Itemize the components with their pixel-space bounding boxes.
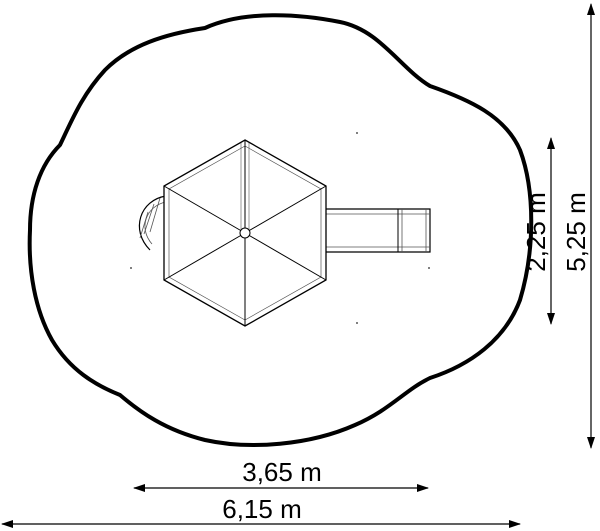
hexagonal-roof xyxy=(163,139,327,327)
slide xyxy=(326,208,431,253)
safety-zone-outline xyxy=(27,13,534,447)
access-element xyxy=(138,195,167,251)
inner-height-label: 2,25 m xyxy=(521,192,551,272)
outer-width-label: 6,15 m xyxy=(222,494,302,524)
outer-height-label: 5,25 m xyxy=(561,192,591,272)
inner-width-label: 3,65 m xyxy=(242,457,322,487)
